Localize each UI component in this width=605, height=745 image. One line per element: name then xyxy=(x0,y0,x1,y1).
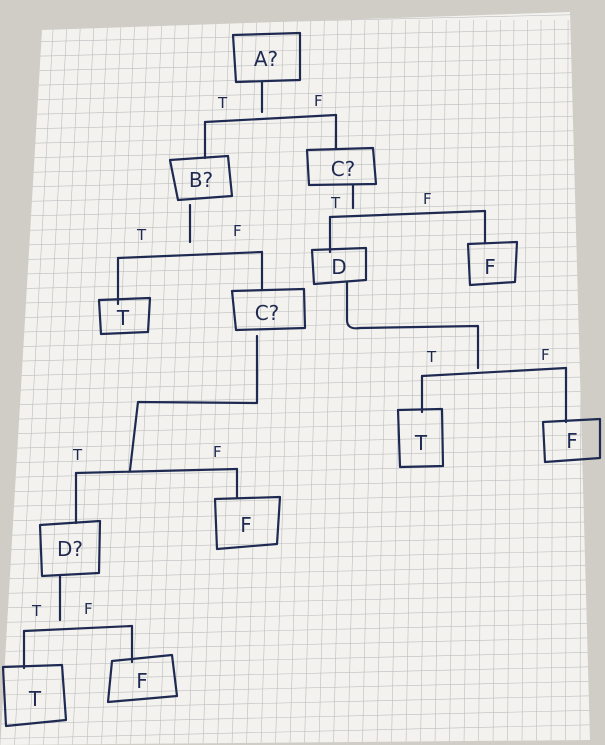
decision-node-a-label: A? xyxy=(254,47,278,71)
edge-c2-stem xyxy=(128,334,259,472)
edge-label-d1-true: T xyxy=(426,348,437,366)
decision-node-c1: C? xyxy=(305,146,378,187)
decision-node-d2-label: D? xyxy=(57,537,83,561)
edge-label-d1-false: F xyxy=(541,346,550,364)
leaf-node-f4-label: F xyxy=(136,669,148,693)
leaf-node-t3: T xyxy=(1,663,68,728)
edge-label-b-false: F xyxy=(233,222,242,240)
edge-d1-bar xyxy=(420,366,568,378)
decision-node-c2: C? xyxy=(230,287,307,332)
edge-label-a-false: F xyxy=(314,92,323,110)
decision-node-a: A? xyxy=(231,31,302,84)
leaf-node-f3-label: F xyxy=(240,513,252,537)
leaf-node-f4: F xyxy=(106,653,179,704)
leaf-node-t1-label: T xyxy=(116,306,130,330)
decision-node-d1-label: D xyxy=(331,255,346,279)
connector-lines xyxy=(22,80,568,670)
edge-c1-bar xyxy=(328,209,487,219)
edge-label-d2-true: T xyxy=(31,602,42,620)
edge-label-c2-true: T xyxy=(72,446,83,464)
edge-label-c1-false: F xyxy=(423,190,432,208)
decision-node-c2-label: C? xyxy=(255,301,280,325)
decision-node-b: B? xyxy=(168,154,234,202)
leaf-node-t3-label: T xyxy=(28,687,42,711)
decision-node-c1-label: C? xyxy=(331,157,356,181)
edge-label-a-true: T xyxy=(217,94,228,112)
edge-d2-bar xyxy=(22,624,134,633)
edge-label-d2-false: F xyxy=(84,600,93,618)
edge-d1-stem xyxy=(345,281,480,370)
edge-b-bar xyxy=(116,250,264,260)
decision-node-d2: D? xyxy=(38,519,102,578)
edge-label-c2-false: F xyxy=(213,443,222,461)
leaf-node-t2: T xyxy=(396,407,445,469)
leaf-node-t1: T xyxy=(97,296,152,336)
leaf-node-f2: F xyxy=(541,417,602,464)
graph-paper-sheet xyxy=(0,12,590,745)
leaf-node-f3: F xyxy=(213,495,282,551)
edge-labels: T F T F T F T F T F T F xyxy=(31,92,550,620)
edge-label-b-true: T xyxy=(136,226,147,244)
decision-node-b-label: B? xyxy=(189,168,213,192)
paper-grid xyxy=(0,13,590,745)
leaf-node-f1-label: F xyxy=(484,255,496,279)
edge-a-bar xyxy=(203,113,338,124)
leaf-node-t2-label: T xyxy=(414,431,428,455)
leaf-node-f1: F xyxy=(466,240,519,287)
edge-label-c1-true: T xyxy=(330,194,341,212)
decision-node-d1: D xyxy=(310,246,368,286)
edge-c2-bar xyxy=(74,467,239,475)
leaf-node-f2-label: F xyxy=(566,429,578,453)
